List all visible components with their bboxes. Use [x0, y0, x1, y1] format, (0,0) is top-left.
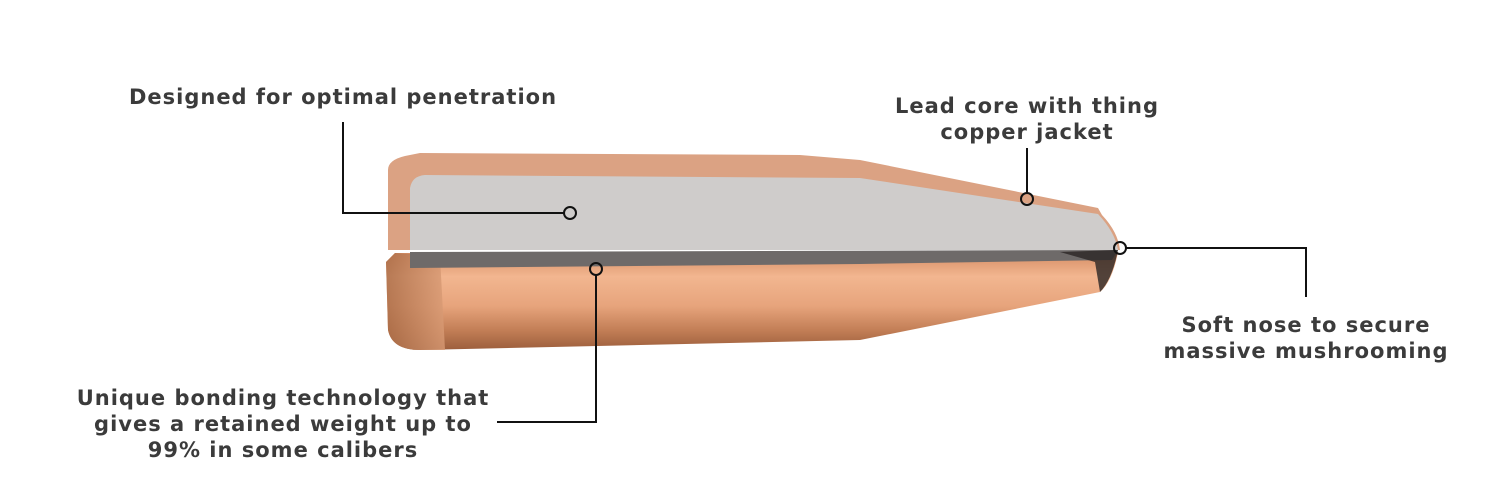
- marker-core: [563, 206, 577, 220]
- marker-jacket: [1020, 192, 1034, 206]
- bullet-body: [386, 252, 1118, 350]
- callout-line: copper jacket: [940, 120, 1114, 144]
- leader-line-bonding: [497, 275, 597, 423]
- bullet-base: [386, 253, 445, 350]
- callout-line: Unique bonding technology that: [76, 386, 490, 410]
- callout-lead-core: Lead core with thing copper jacket: [895, 93, 1159, 145]
- leader-line-nose: [1126, 247, 1307, 297]
- callout-soft-nose: Soft nose to secure massive mushrooming: [1163, 312, 1448, 364]
- callout-bonding: Unique bonding technology that gives a r…: [77, 385, 490, 463]
- callout-line: Soft nose to secure: [1181, 313, 1431, 337]
- leader-line-penetration: [342, 122, 564, 214]
- nose-tip: [1060, 250, 1118, 292]
- callout-line: gives a retained weight up to: [94, 412, 472, 436]
- bonding-layer: [410, 250, 1118, 268]
- callout-line: 99% in some calibers: [147, 438, 419, 462]
- marker-nose: [1113, 241, 1127, 255]
- lead-core-section: [410, 175, 1118, 250]
- callout-line: massive mushrooming: [1163, 339, 1449, 363]
- marker-bonding: [589, 262, 603, 276]
- callout-penetration: Designed for optimal penetration: [129, 84, 557, 110]
- callout-line: Designed for optimal penetration: [128, 85, 558, 109]
- callout-line: Lead core with thing: [895, 94, 1159, 118]
